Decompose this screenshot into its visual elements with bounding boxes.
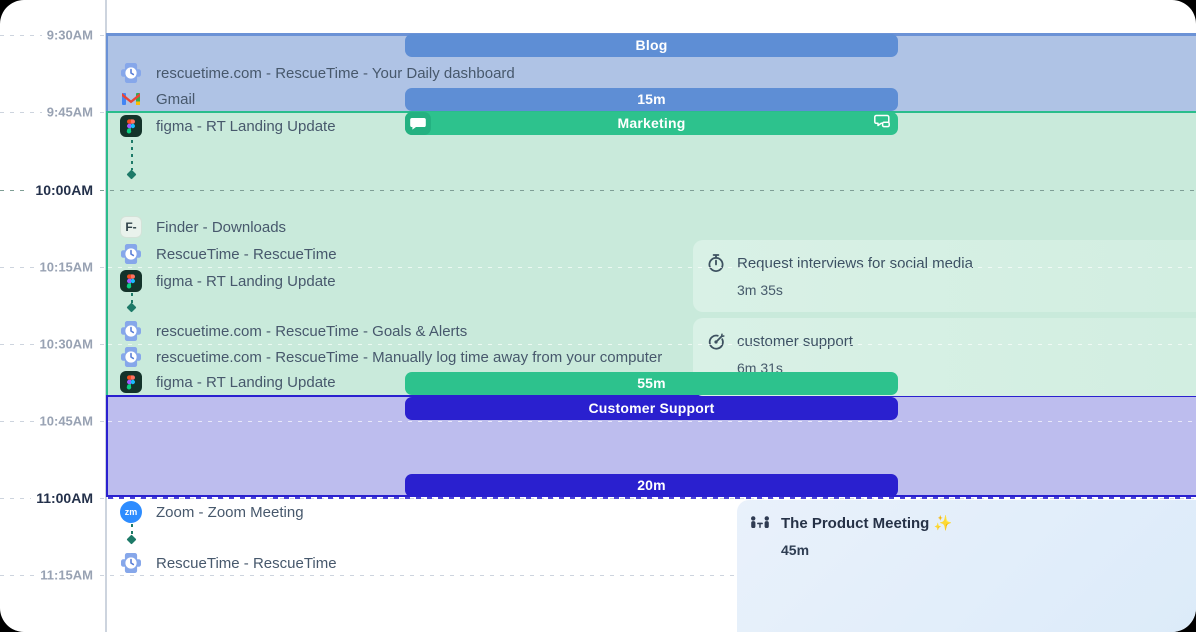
comments-icon[interactable] (874, 114, 892, 137)
tick-label-hour: 10:00AM (0, 182, 98, 198)
finder-icon: F- (120, 216, 142, 238)
block-duration-blog[interactable]: 15m (405, 88, 898, 111)
figma-icon (120, 371, 142, 393)
card-title: Request interviews for social media (737, 254, 973, 272)
event-row[interactable]: zm Zoom - Zoom Meeting (120, 500, 304, 524)
stopwatch-icon (705, 252, 727, 274)
event-row[interactable]: rescuetime.com - RescueTime - Manually l… (120, 345, 662, 369)
event-row[interactable]: figma - RT Landing Update (120, 370, 336, 394)
event-row[interactable]: rescuetime.com - RescueTime - Goals & Al… (120, 319, 467, 343)
event-label: rescuetime.com - RescueTime - Manually l… (156, 348, 663, 366)
block-duration-label: 15m (637, 91, 666, 107)
block-title: Marketing (617, 115, 686, 131)
event-row[interactable]: F- Finder - Downloads (120, 215, 286, 239)
meeting-icon (749, 512, 771, 534)
activity-connector (131, 524, 133, 535)
event-label: rescuetime.com - RescueTime - Goals & Al… (156, 322, 468, 340)
rescuetime-icon (120, 552, 142, 574)
rescuetime-icon (120, 62, 142, 84)
block-title: Blog (635, 37, 668, 53)
activity-connector (131, 140, 133, 170)
event-label: rescuetime.com - RescueTime - Your Daily… (156, 64, 515, 82)
block-header-marketing[interactable]: Marketing (405, 112, 898, 135)
gridline (0, 575, 1196, 576)
card-title: The Product Meeting ✨ (781, 515, 953, 532)
rescuetime-icon (120, 243, 142, 265)
activity-connector (131, 293, 133, 303)
activity-card-request-interviews[interactable]: Request interviews for social media 3m 3… (693, 240, 1196, 312)
rescuetime-icon (120, 320, 142, 342)
block-duration-marketing[interactable]: 55m (405, 372, 898, 395)
tick-label: 11:15AM (0, 567, 98, 583)
gridline-11am (108, 497, 1196, 499)
block-duration-customer-support[interactable]: 20m (405, 474, 898, 497)
block-title: Customer Support (588, 400, 715, 416)
gmail-icon (120, 88, 142, 110)
event-label: Zoom - Zoom Meeting (156, 503, 304, 521)
event-row[interactable]: rescuetime.com - RescueTime - Your Daily… (120, 61, 515, 85)
card-duration: 3m 35s (737, 282, 783, 298)
tick-label: 10:30AM (0, 336, 98, 352)
tick-label: 9:45AM (0, 104, 98, 120)
chat-bubble-icon[interactable] (405, 112, 431, 135)
event-label: RescueTime - RescueTime (156, 554, 337, 572)
tick-label: 9:30AM (0, 27, 98, 43)
event-row[interactable]: figma - RT Landing Update (120, 114, 336, 138)
block-header-customer-support[interactable]: Customer Support (405, 397, 898, 420)
figma-icon (120, 115, 142, 137)
meeting-card-product-meeting[interactable]: The Product Meeting ✨ 45m (737, 500, 1196, 632)
event-row[interactable]: RescueTime - RescueTime (120, 242, 337, 266)
rescuetime-icon (120, 346, 142, 368)
block-duration-label: 55m (637, 375, 666, 391)
event-label: figma - RT Landing Update (156, 373, 336, 391)
gridline (108, 344, 1196, 345)
tick-label-hour: 11:00AM (0, 490, 98, 506)
event-label: figma - RT Landing Update (156, 117, 336, 135)
tick-label: 10:15AM (0, 259, 98, 275)
goal-icon (705, 330, 727, 352)
event-label: Finder - Downloads (156, 218, 287, 236)
event-label: Gmail (156, 90, 196, 108)
block-header-blog[interactable]: Blog (405, 34, 898, 57)
event-label: RescueTime - RescueTime (156, 245, 337, 263)
event-row[interactable]: Gmail (120, 87, 195, 111)
zoom-icon: zm (120, 501, 142, 523)
tick-label: 10:45AM (0, 413, 98, 429)
gridline-10am (0, 190, 1196, 191)
card-title: customer support (737, 332, 853, 350)
card-duration: 45m (781, 542, 810, 558)
block-duration-label: 20m (637, 477, 666, 493)
event-row[interactable]: figma - RT Landing Update (120, 269, 336, 293)
figma-icon (120, 270, 142, 292)
event-row[interactable]: RescueTime - RescueTime (120, 551, 337, 575)
event-label: figma - RT Landing Update (156, 272, 336, 290)
gridline (108, 421, 1196, 422)
gridline (108, 267, 1196, 268)
